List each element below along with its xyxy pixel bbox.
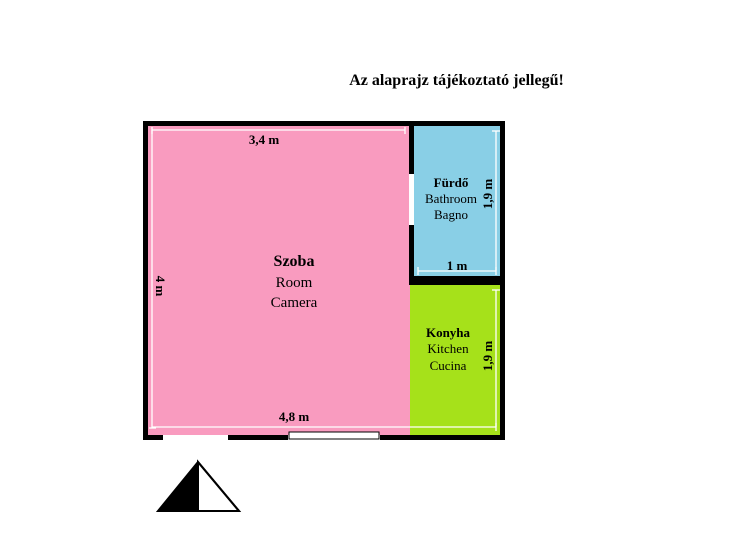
room-name: Szoba <box>274 253 315 270</box>
room-name-en: Room <box>276 275 313 291</box>
wall-bath-bottom <box>409 276 505 285</box>
bathroom-fill <box>413 126 501 276</box>
kitchen-name: Konyha <box>426 325 471 340</box>
dim-room-bottom: 4,8 m <box>279 409 310 424</box>
bathroom-name: Fürdő <box>434 175 469 190</box>
compass-outline <box>155 460 242 512</box>
kitchen-name-en: Kitchen <box>427 341 469 356</box>
dimension-lines <box>149 127 500 431</box>
wall-bottom-3 <box>380 435 505 440</box>
kitchen-fill <box>410 285 501 435</box>
window <box>288 431 380 440</box>
kitchen-name-it: Cucina <box>430 358 467 373</box>
dim-room-top: 3,4 m <box>249 132 280 147</box>
dim-room-left: 4 m <box>153 276 168 297</box>
bathroom-name-it: Bagno <box>434 207 468 222</box>
bathroom-door-opening <box>409 174 414 225</box>
room-name-it: Camera <box>271 295 318 311</box>
wall-left <box>143 121 148 440</box>
wall-bottom-2 <box>228 435 288 440</box>
wall-bottom-1 <box>143 435 163 440</box>
compass-triangle-icon <box>155 459 242 512</box>
walls <box>143 121 505 440</box>
dim-kitchen-height: 1,9 m <box>480 341 495 372</box>
wall-bath-left-upper <box>409 126 414 174</box>
disclaimer-notice: Az alaprajz tájékoztató jellegű! <box>349 72 564 89</box>
dim-bath-width: 1 m <box>447 258 468 273</box>
dim-bath-height: 1,9 m <box>480 179 495 210</box>
bathroom-name-en: Bathroom <box>425 191 477 206</box>
room-fill <box>148 126 410 435</box>
wall-bath-left-lower <box>409 225 414 281</box>
wall-top <box>143 121 505 126</box>
